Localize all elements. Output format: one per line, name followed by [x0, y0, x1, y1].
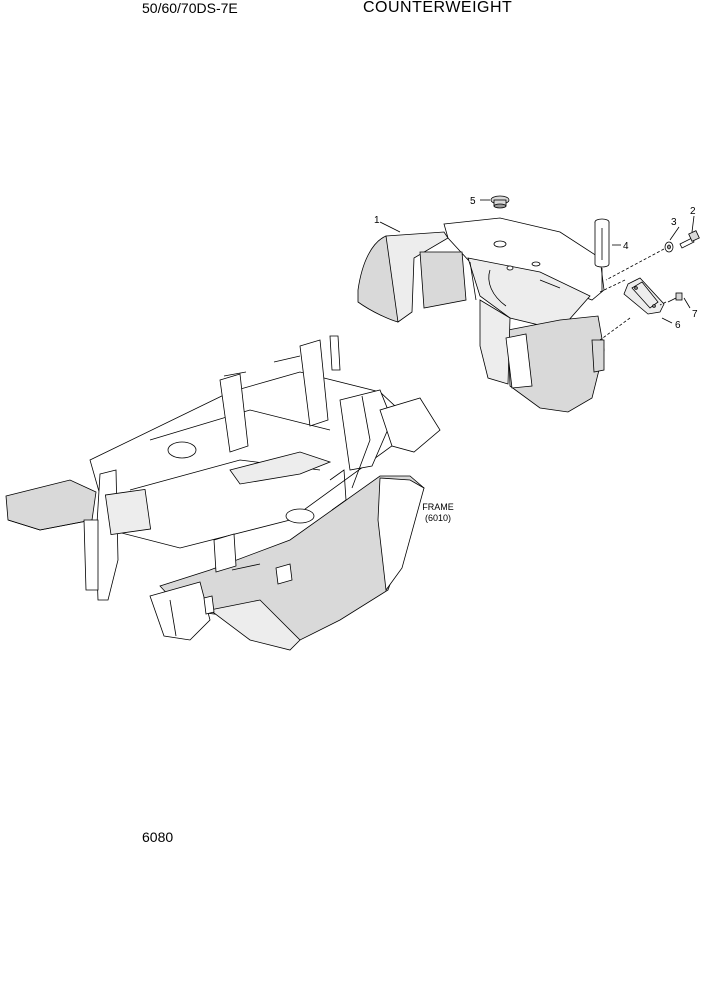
- callout-1: 1: [374, 215, 380, 226]
- pin-part: [594, 218, 610, 268]
- callout-3: 3: [671, 217, 677, 228]
- plate-part: [623, 277, 665, 315]
- frame-label: FRAME: [422, 502, 454, 512]
- frame-drawing: [5, 335, 441, 651]
- callout-2: 2: [690, 206, 696, 217]
- frame-ref-number: (6010): [425, 513, 451, 523]
- callout-4: 4: [623, 241, 629, 252]
- washer-part: [664, 241, 674, 253]
- page-number: 6080: [142, 829, 174, 845]
- bolt-part: [679, 230, 700, 249]
- page-title: COUNTERWEIGHT: [363, 0, 513, 16]
- callout-7: 7: [692, 309, 698, 320]
- callout-6: 6: [675, 320, 681, 331]
- screw-part: [667, 292, 683, 303]
- callout-5: 5: [470, 196, 476, 207]
- model-number: 50/60/70DS-7E: [142, 0, 238, 16]
- counterweight-drawing: [357, 217, 605, 413]
- leader-lines: [379, 199, 695, 341]
- cap-part: [490, 195, 510, 209]
